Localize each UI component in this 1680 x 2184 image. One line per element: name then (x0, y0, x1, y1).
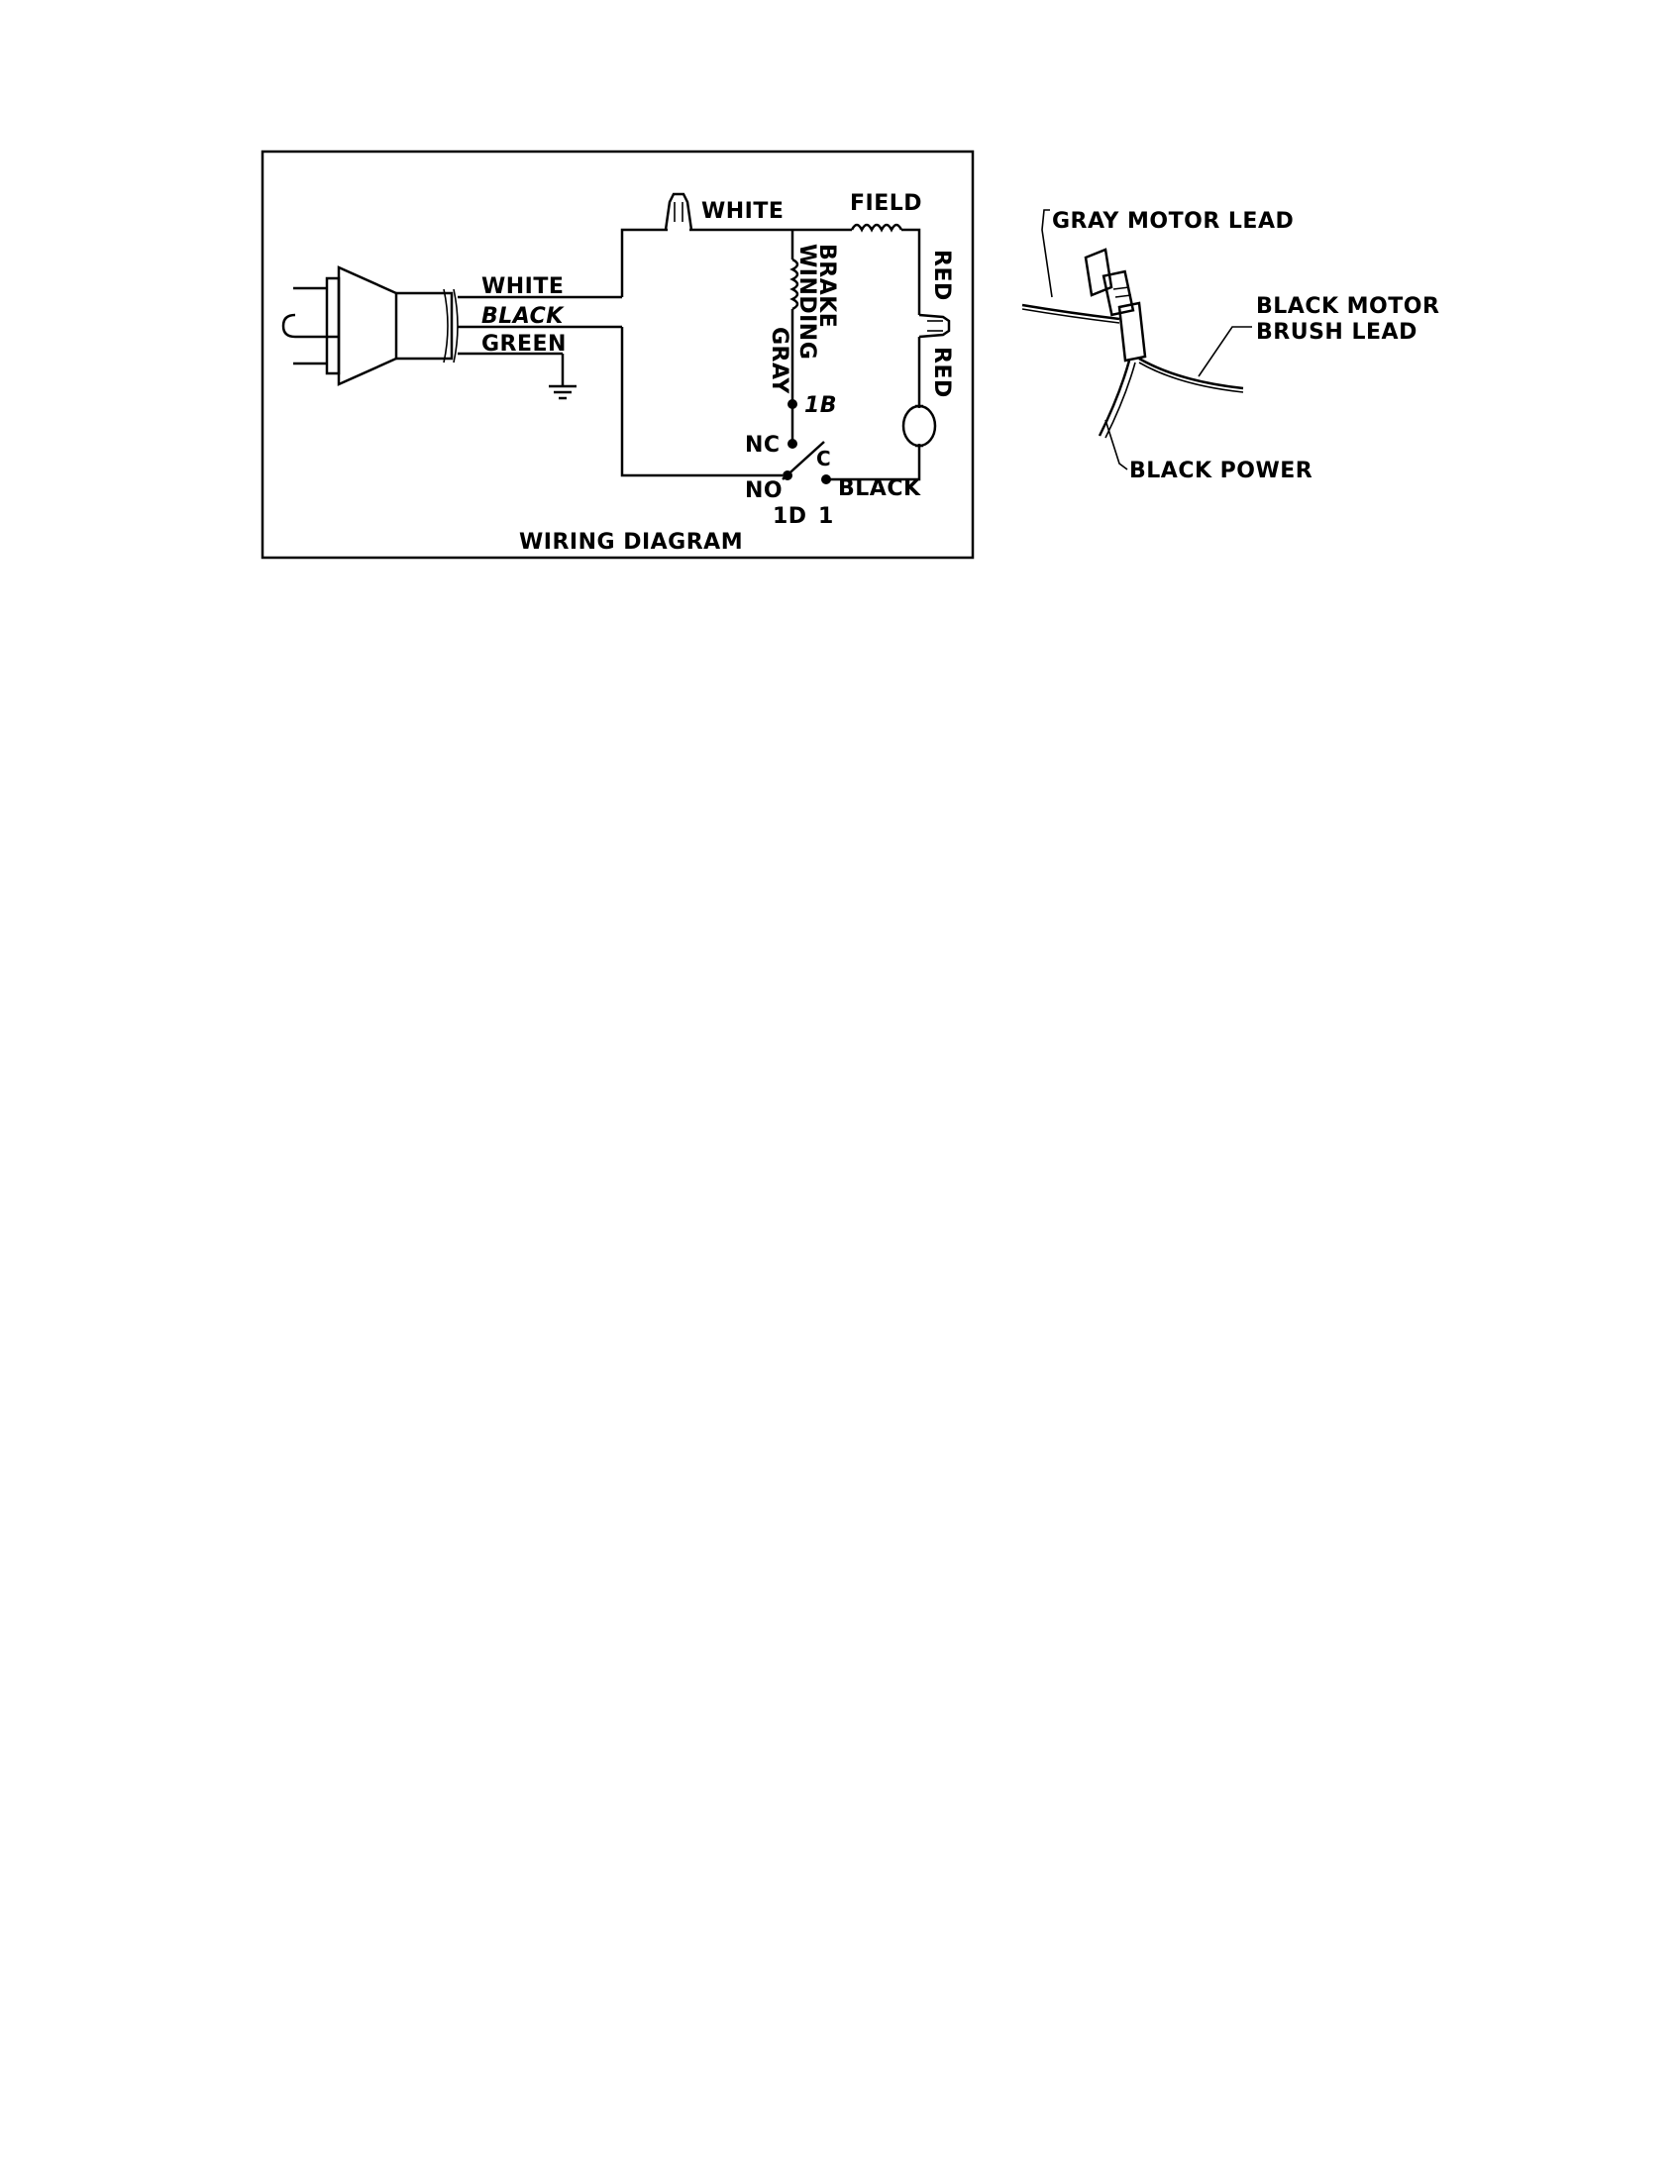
brake-label: BRAKE (814, 244, 839, 328)
diagram-frame (261, 150, 975, 560)
ground-icon (549, 354, 577, 400)
plug-icon (281, 265, 459, 386)
field-coil-icon (850, 223, 921, 250)
black-cord-label: BLACK (481, 304, 565, 329)
motor-icon (901, 404, 937, 448)
switch-body-icon (1084, 248, 1147, 363)
wiring-diagram: WHITE BLACK GREEN WHITE FIELD BRAKE (261, 150, 975, 560)
black-label: BLACK (838, 476, 921, 501)
terminal-1b-dot (788, 399, 797, 409)
terminal-1-label: 1 (818, 504, 834, 529)
black-brush-wire (1138, 357, 1244, 390)
black-power-wire (1098, 360, 1131, 437)
terminal-1d-label: 1D (773, 504, 807, 529)
brush-lead-label: BRUSH LEAD (1256, 320, 1418, 345)
top-white-label: WHITE (701, 199, 784, 224)
field-label: FIELD (850, 191, 922, 216)
red-bottom-label: RED (929, 347, 954, 398)
white-cord-label: WHITE (481, 274, 564, 299)
nc-label: NC (745, 433, 781, 458)
black-motor-label: BLACK MOTOR (1256, 294, 1439, 319)
switch-illustration: GRAY MOTOR LEAD BLACK MOTOR BRUSH LEAD B… (1021, 209, 1439, 483)
diagram-caption: WIRING DIAGRAM (519, 530, 743, 555)
terminal-1b-label: 1B (804, 393, 837, 418)
green-cord-label: GREEN (481, 332, 567, 357)
black-main-wire (620, 327, 783, 477)
brake-winding-icon (789, 258, 799, 311)
no-label: NO (745, 478, 783, 503)
terminal-no-dot (783, 470, 792, 480)
gray-motor-lead-label: GRAY MOTOR LEAD (1052, 209, 1294, 234)
red-top-label: RED (929, 250, 954, 301)
c-label: C (816, 447, 831, 470)
gray-label: GRAY (767, 327, 791, 394)
wire-nut-icon (664, 192, 693, 231)
white-main-wire (620, 228, 668, 297)
terminal-nc-dot (788, 439, 797, 449)
gray-lead-wire (1021, 303, 1120, 321)
black-power-label: BLACK POWER (1129, 459, 1312, 483)
wire-nut-right-icon (918, 313, 951, 339)
black-motor-wire (826, 444, 921, 481)
winding-label: WINDING (794, 244, 819, 360)
